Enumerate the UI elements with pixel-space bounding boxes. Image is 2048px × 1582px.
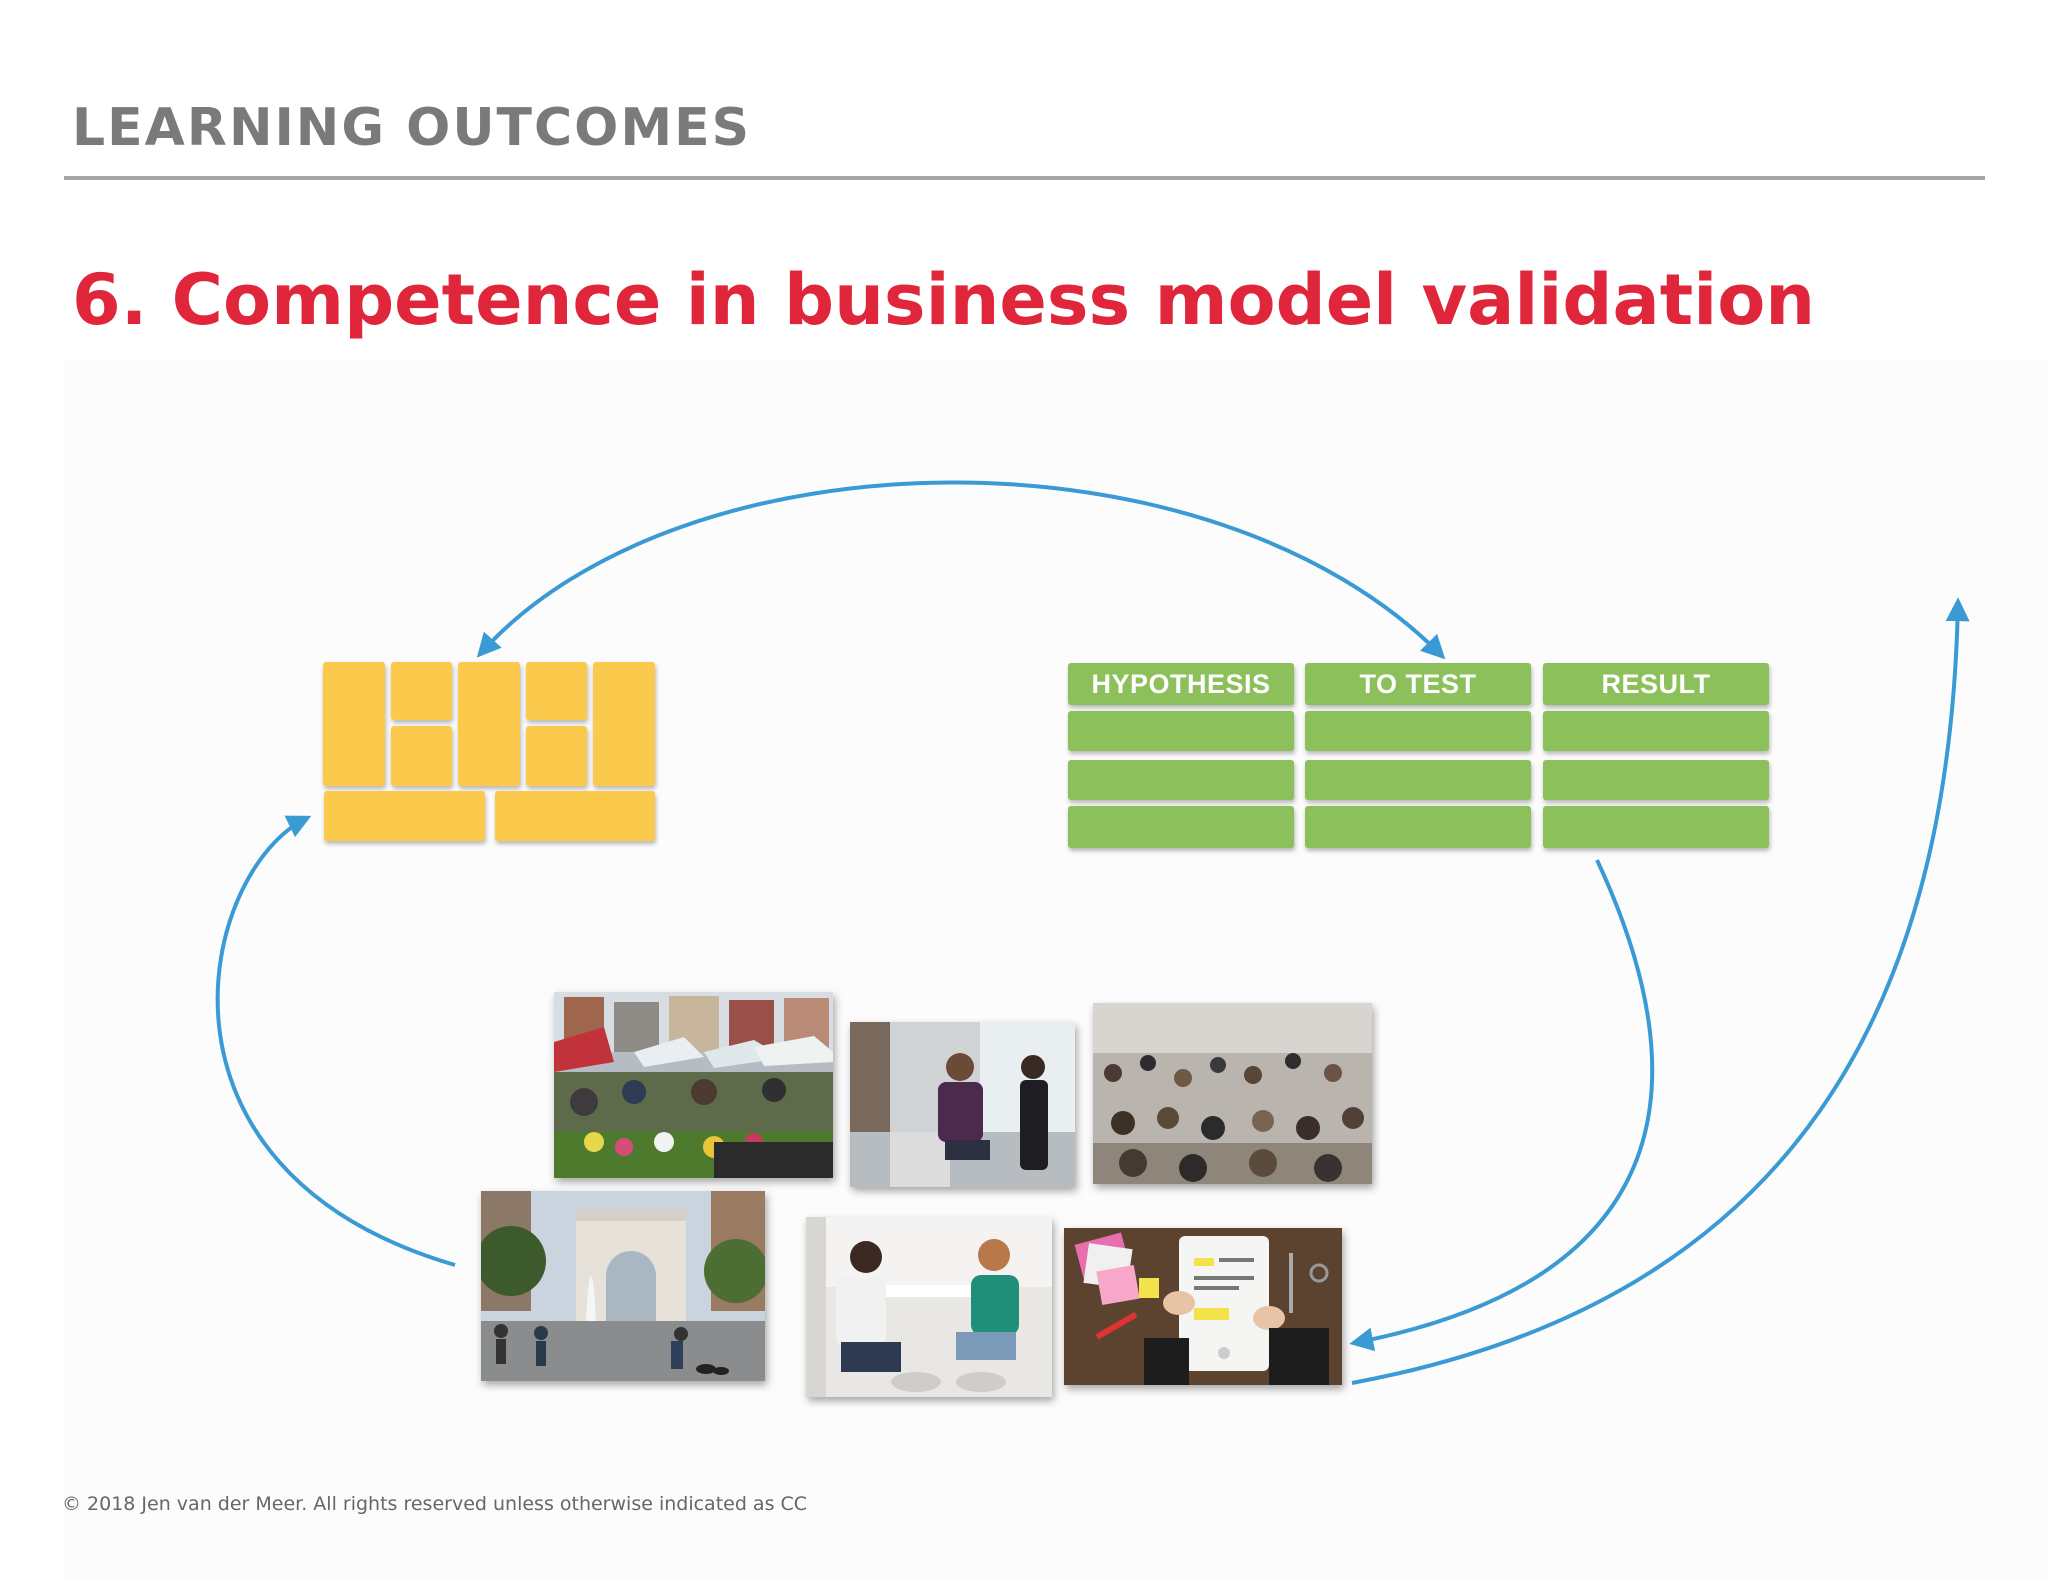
photo-crowd — [1093, 1003, 1372, 1184]
arrow-photos-to-canvas — [215, 815, 456, 1267]
title-divider — [64, 176, 1985, 180]
canvas-block-customer-relationships — [526, 662, 587, 720]
diagram-background — [64, 360, 2048, 1582]
test-card-cell — [1068, 760, 1294, 800]
test-card-cell — [1543, 711, 1769, 751]
test-card-cell — [1543, 760, 1769, 800]
test-card-header-to-test: TO TEST — [1305, 663, 1531, 705]
test-card-header-hypothesis: HYPOTHESIS — [1068, 663, 1294, 705]
photo-farmers-market — [554, 992, 833, 1178]
arrow-canvas-to-testcard — [476, 480, 1446, 660]
photo-washington-square-arch — [481, 1191, 765, 1381]
canvas-block-revenue-streams — [495, 791, 655, 841]
canvas-block-customer-segments — [593, 662, 655, 786]
test-card-cell — [1305, 760, 1531, 800]
canvas-block-cost-structure — [324, 791, 485, 841]
test-card-cell — [1068, 806, 1294, 848]
arrow-testcard-to-photos — [1349, 859, 1655, 1352]
photo-paper-prototype — [1064, 1228, 1342, 1385]
photo-office-conversation — [850, 1022, 1075, 1187]
photo-interview — [806, 1217, 1052, 1397]
arrow-photos-to-right-edge — [1351, 597, 1970, 1385]
slide-heading: 6. Competence in business model validati… — [72, 259, 1816, 341]
canvas-block-key-resources — [391, 726, 452, 786]
test-card-header-result: RESULT — [1543, 663, 1769, 705]
copyright-footer: © 2018 Jen van der Meer. All rights rese… — [62, 1493, 808, 1515]
test-card-cell — [1305, 806, 1531, 848]
canvas-block-value-proposition — [458, 662, 520, 786]
test-card-cell — [1068, 711, 1294, 751]
canvas-block-key-partners — [323, 662, 385, 786]
canvas-block-key-activities — [391, 662, 452, 720]
test-card-cell — [1305, 711, 1531, 751]
section-title: LEARNING OUTCOMES — [72, 98, 752, 158]
canvas-block-channels — [526, 726, 587, 786]
test-card-cell — [1543, 806, 1769, 848]
